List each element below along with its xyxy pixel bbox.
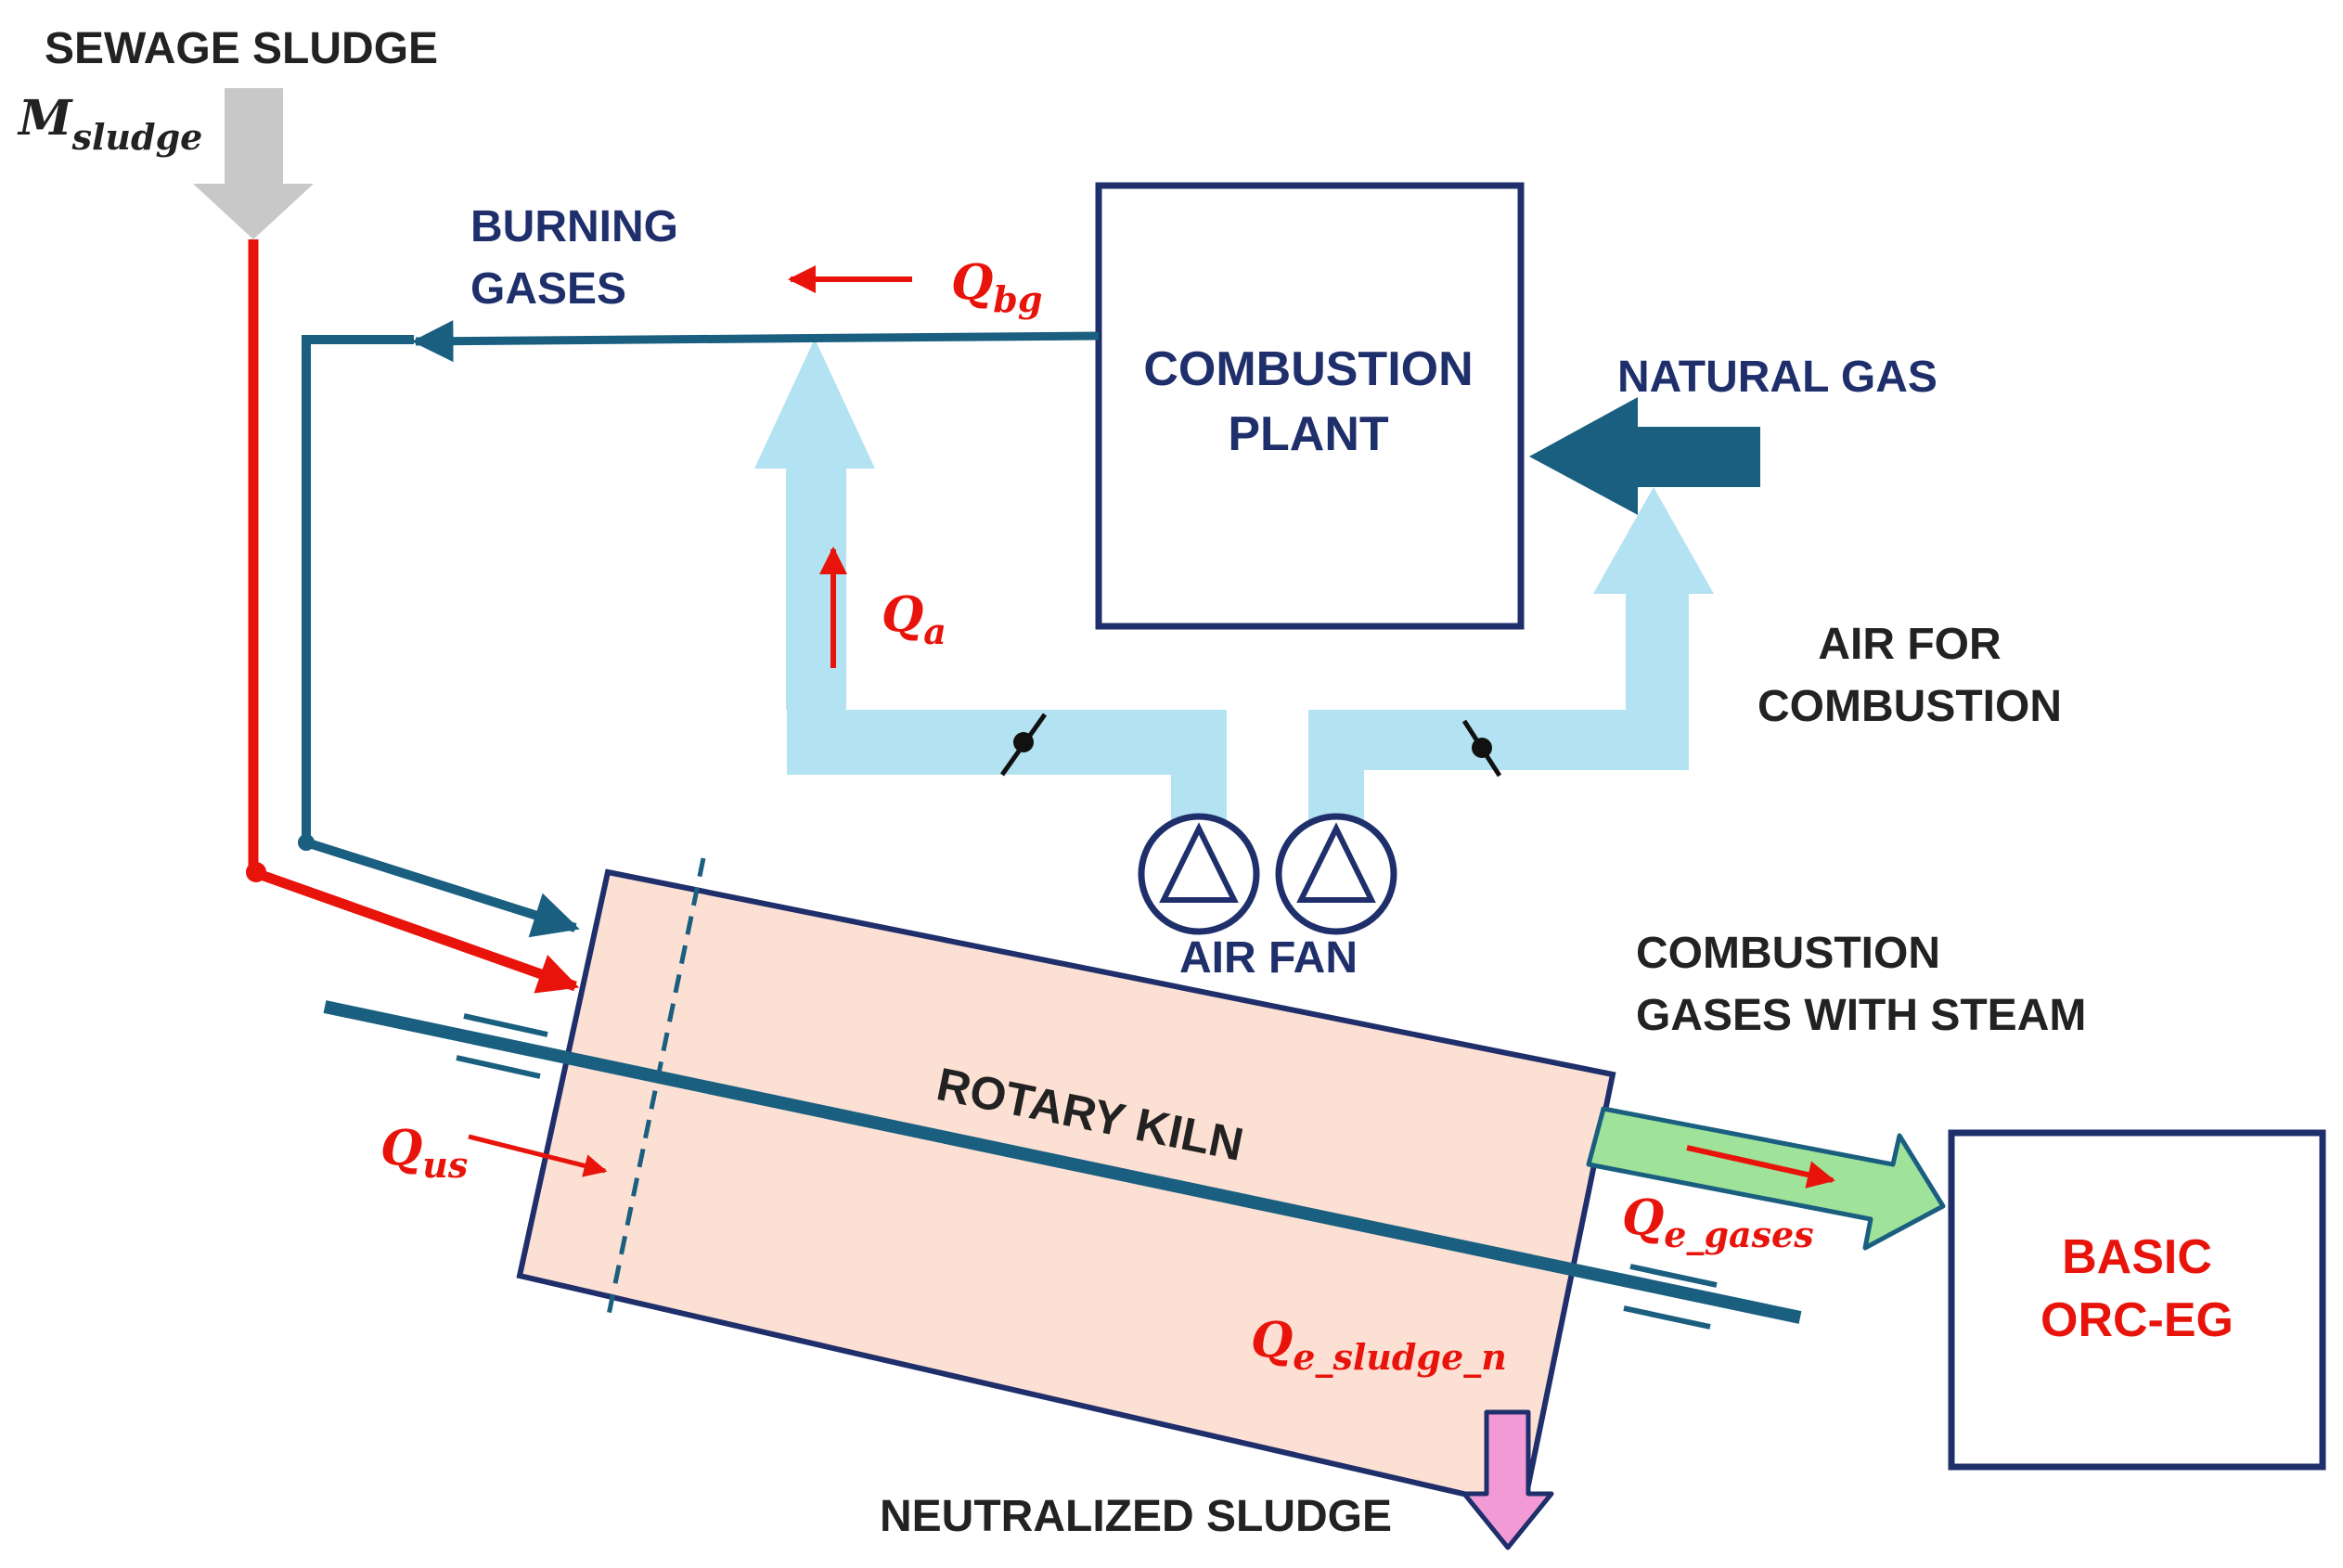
- air-duct-system: [754, 339, 1714, 775]
- kiln-dashed-line: [605, 857, 706, 1320]
- air-fan-left: [1138, 761, 1260, 935]
- basic-orc-eg-label-line1: BASIC: [2062, 1230, 2212, 1284]
- burning-gases-return-pipe: [302, 335, 580, 938]
- air-for-combustion-label-line2: COMBUSTION: [1757, 682, 2062, 731]
- air-fan-label: AIR FAN: [1179, 933, 1358, 983]
- kiln-bearing-right: [1623, 1264, 1718, 1330]
- neutralized-sludge-arrow: [1461, 1409, 1554, 1550]
- sewage-sludge-label: SEWAGE SLUDGE: [45, 24, 438, 73]
- burning-gases-label-line1: BURNING: [470, 202, 678, 251]
- air-fan-right: [1275, 761, 1397, 935]
- natural-gas-label: NATURAL GAS: [1617, 353, 1937, 402]
- neutralized-sludge-label: NEUTRALIZED SLUDGE: [880, 1492, 1392, 1541]
- m-sludge-symbol: Msludge: [17, 90, 202, 158]
- combustion-plant-label-line1: COMBUSTION: [1143, 342, 1473, 396]
- damper-right: [1461, 719, 1502, 778]
- natural-gas-arrow: [1529, 397, 1760, 515]
- q-e-sludge-n-symbol: Qe_sludge_n: [1251, 1312, 1507, 1378]
- q-us-symbol: Qus: [380, 1120, 468, 1186]
- q-a-symbol: Qa: [882, 586, 946, 652]
- combustion-plant-label-line2: PLANT: [1228, 407, 1389, 461]
- air-duct-right: [1308, 487, 1714, 775]
- combustion-gases-arrow: [1586, 1106, 1946, 1251]
- combustion-plant-box: [1095, 182, 1525, 630]
- kiln-shaft: [323, 1000, 1802, 1324]
- burning-gases-label-line2: GASES: [470, 264, 626, 314]
- q-bg-symbol: Qbg: [951, 254, 1042, 320]
- sewage-sludge-arrow: [193, 88, 314, 239]
- q-us-arrow: [468, 1134, 608, 1177]
- q-e-gases-symbol: Qe_gases: [1622, 1189, 1814, 1255]
- rotary-kiln-body: [516, 868, 1616, 1511]
- burning-gases-pipe: [411, 320, 1100, 363]
- damper-left: [999, 713, 1048, 777]
- kiln-bearing-left: [456, 1013, 548, 1079]
- basic-orc-eg-box: [1948, 1129, 2326, 1471]
- air-for-combustion-label-line1: AIR FOR: [1818, 620, 2001, 669]
- air-duct-left-body: [787, 710, 1227, 775]
- q-e-gases-arrow: [1686, 1145, 1835, 1189]
- basic-orc-eg-label-line2: ORC-EG: [2040, 1293, 2234, 1347]
- combustion-gases-label-line2: GASES WITH STEAM: [1636, 991, 2086, 1040]
- combustion-gases-label-line1: COMBUSTION: [1636, 929, 1940, 978]
